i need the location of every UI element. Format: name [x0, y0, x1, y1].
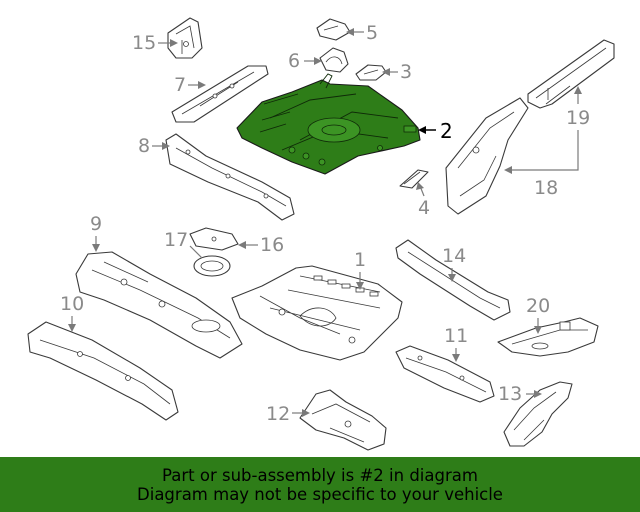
- part-15-bracket[interactable]: [167, 17, 203, 59]
- callout-9: 9: [90, 213, 102, 252]
- part-20-bracket[interactable]: [497, 317, 599, 357]
- part-2-rear-floor-pan[interactable]: [236, 73, 421, 175]
- part-7-rail[interactable]: [171, 65, 269, 123]
- callout-3: 3: [382, 61, 412, 83]
- svg-text:9: 9: [90, 213, 102, 235]
- callout-6: 6: [288, 50, 322, 72]
- svg-text:2: 2: [440, 119, 453, 143]
- callout-20: 20: [526, 295, 550, 334]
- part-1-floor-panel[interactable]: [231, 265, 403, 361]
- svg-text:3: 3: [400, 61, 412, 83]
- svg-text:15: 15: [132, 32, 156, 54]
- part-3-bracket[interactable]: [355, 64, 387, 81]
- part-13-bracket[interactable]: [503, 381, 573, 447]
- svg-text:1: 1: [354, 249, 366, 271]
- svg-text:7: 7: [174, 74, 186, 96]
- part-6-bracket[interactable]: [319, 47, 349, 73]
- banner-line-1: Part or sub-assembly is #2 in diagram: [162, 465, 478, 485]
- callout-4: 4: [416, 182, 430, 219]
- part-16-cover[interactable]: [189, 227, 239, 251]
- parts-diagram: 15 5 6 3 7 2 8 19: [27, 17, 615, 451]
- svg-text:6: 6: [288, 50, 300, 72]
- callout-11: 11: [444, 325, 468, 362]
- callout-5: 5: [346, 22, 378, 44]
- svg-text:20: 20: [526, 295, 550, 317]
- part-18-side-panel[interactable]: [445, 97, 529, 215]
- banner-line-2: Diagram may not be specific to your vehi…: [137, 484, 503, 504]
- callout-1: 1: [354, 249, 366, 290]
- callout-7: 7: [174, 74, 206, 96]
- callout-2: 2: [418, 119, 453, 143]
- svg-text:10: 10: [60, 293, 84, 315]
- callout-13: 13: [498, 383, 542, 405]
- callout-16: 16: [238, 234, 284, 256]
- callout-12: 12: [266, 403, 310, 425]
- svg-text:11: 11: [444, 325, 468, 347]
- callout-10: 10: [60, 293, 84, 332]
- svg-text:14: 14: [442, 245, 466, 267]
- callout-18: 18: [504, 130, 579, 199]
- part-10-member[interactable]: [27, 321, 179, 421]
- svg-text:19: 19: [566, 107, 590, 129]
- svg-text:18: 18: [534, 177, 558, 199]
- callout-19: 19: [566, 86, 590, 129]
- part-4-clip[interactable]: [399, 169, 429, 189]
- svg-text:16: 16: [260, 234, 284, 256]
- part-12-bracket[interactable]: [299, 389, 387, 451]
- svg-text:17: 17: [164, 229, 188, 251]
- part-11-bracket[interactable]: [395, 345, 495, 403]
- part-19-rail[interactable]: [527, 39, 615, 109]
- callout-17: 17: [164, 229, 203, 259]
- callout-14: 14: [442, 245, 466, 282]
- svg-text:5: 5: [366, 22, 378, 44]
- part-5-plate[interactable]: [316, 18, 351, 41]
- svg-text:4: 4: [418, 197, 430, 219]
- svg-text:12: 12: [266, 403, 290, 425]
- part-9-cross-member[interactable]: [75, 251, 243, 359]
- part-notice-banner: Part or sub-assembly is #2 in diagram Di…: [0, 457, 640, 512]
- callout-15: 15: [132, 32, 178, 54]
- svg-text:13: 13: [498, 383, 522, 405]
- part-8-member[interactable]: [165, 133, 295, 221]
- svg-text:8: 8: [138, 135, 150, 157]
- part-17-grommet[interactable]: [193, 255, 231, 277]
- callout-8: 8: [138, 135, 170, 157]
